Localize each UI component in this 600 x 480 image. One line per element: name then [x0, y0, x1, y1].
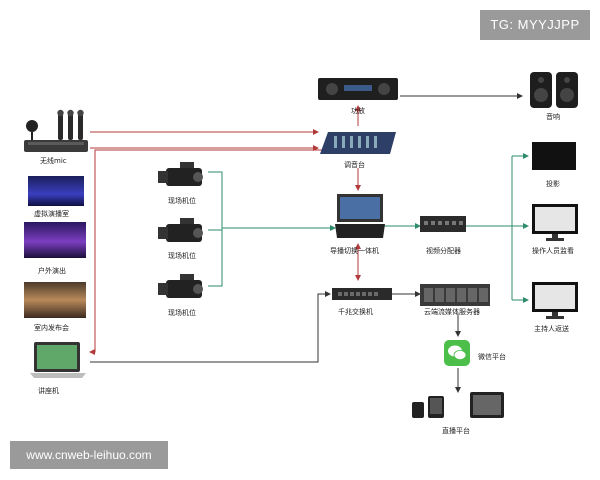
operator-monitor-icon	[532, 204, 578, 242]
camera-1-icon	[158, 160, 208, 192]
label-gigabit-switch: 千兆交换机	[338, 308, 373, 316]
camera-2-icon	[158, 216, 208, 248]
wireless-mic-icon	[22, 108, 90, 154]
laptop-icon	[28, 340, 88, 380]
label-director-switcher: 导播切换一体机	[330, 247, 379, 255]
watermark-bottom-left: www.cnweb-leihuo.com	[10, 441, 168, 469]
line-lecture-gigabit	[90, 291, 331, 363]
camera-3-icon	[158, 272, 208, 304]
indoor-launch-image	[24, 282, 86, 318]
label-outdoor-show: 户外演出	[38, 267, 66, 275]
label-speakers: 音响	[546, 113, 560, 121]
speakers-icon	[528, 70, 580, 110]
live-platform-icon	[410, 390, 506, 420]
video-distributor-icon	[420, 214, 466, 234]
watermark-top-right: TG: MYYJJPP	[480, 10, 590, 40]
mixer-icon	[320, 130, 396, 156]
label-camera-3: 现场机位	[168, 309, 196, 317]
label-cloud-server: 云端流媒体服务器	[424, 308, 480, 316]
director-switcher-icon	[335, 194, 385, 238]
label-live-platform: 直播平台	[442, 427, 470, 435]
label-operator-monitor: 操作人员监看	[532, 247, 574, 255]
amplifier-icon	[318, 76, 398, 102]
outdoor-show-image	[24, 222, 86, 258]
label-indoor-launch: 室内发布会	[34, 324, 69, 332]
wechat-icon	[444, 340, 470, 366]
projection-icon	[532, 142, 576, 170]
label-projection: 投影	[546, 180, 560, 188]
line-switcher-lecture	[89, 149, 335, 355]
cloud-server-icon	[420, 284, 490, 306]
label-video-distributor: 视频分配器	[426, 247, 461, 255]
label-host-return: 主持人返送	[534, 325, 569, 333]
label-virtual-studio: 虚拟演播室	[34, 210, 69, 218]
virtual-studio-image	[28, 176, 84, 206]
label-wireless-mic: 无线mic	[40, 157, 67, 165]
line-cameras-bus	[208, 171, 223, 287]
label-mixer: 调音台	[344, 161, 365, 169]
gigabit-switch-icon	[332, 288, 392, 300]
label-camera-2: 现场机位	[168, 252, 196, 260]
label-camera-1: 现场机位	[168, 197, 196, 205]
host-return-icon	[532, 282, 578, 320]
label-lecture-pc: 讲座机	[38, 387, 59, 395]
label-amplifier: 功放	[351, 107, 365, 115]
label-wechat-platform: 微信平台	[478, 353, 506, 361]
